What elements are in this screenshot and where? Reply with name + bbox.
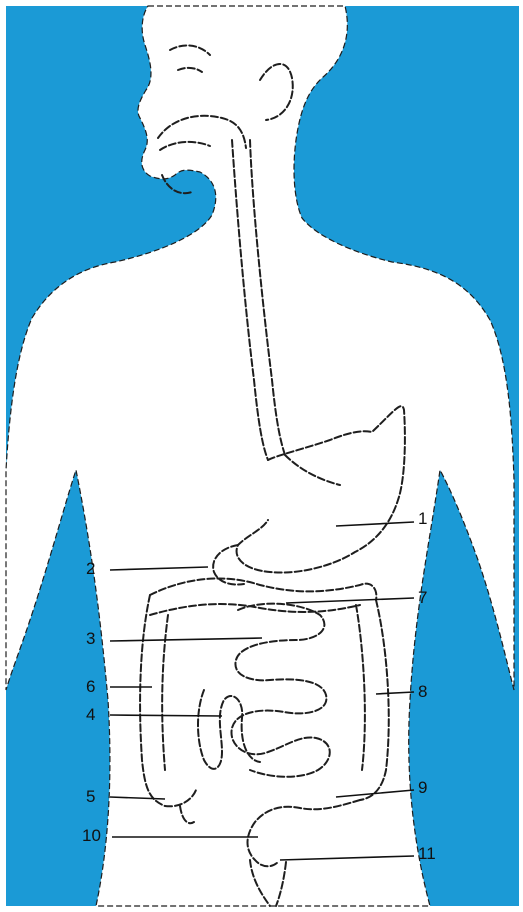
leader-line-ileum (110, 715, 222, 716)
callout-label-rectum: 10 (82, 826, 101, 845)
callout-label-ileum: 4 (86, 705, 95, 724)
callout-label-duodenum: 2 (86, 559, 95, 578)
callout-label-cecum: 5 (86, 787, 95, 806)
callout-label-jejunum: 3 (86, 629, 95, 648)
callout-label-transverse-colon: 7 (418, 588, 427, 607)
callout-label-stomach: 1 (418, 509, 427, 528)
callout-label-descending-colon: 8 (418, 682, 427, 701)
callout-label-ascending-colon: 6 (86, 677, 95, 696)
callout-label-sigmoid-colon: 9 (418, 778, 427, 797)
callout-label-anus: 11 (418, 844, 436, 863)
